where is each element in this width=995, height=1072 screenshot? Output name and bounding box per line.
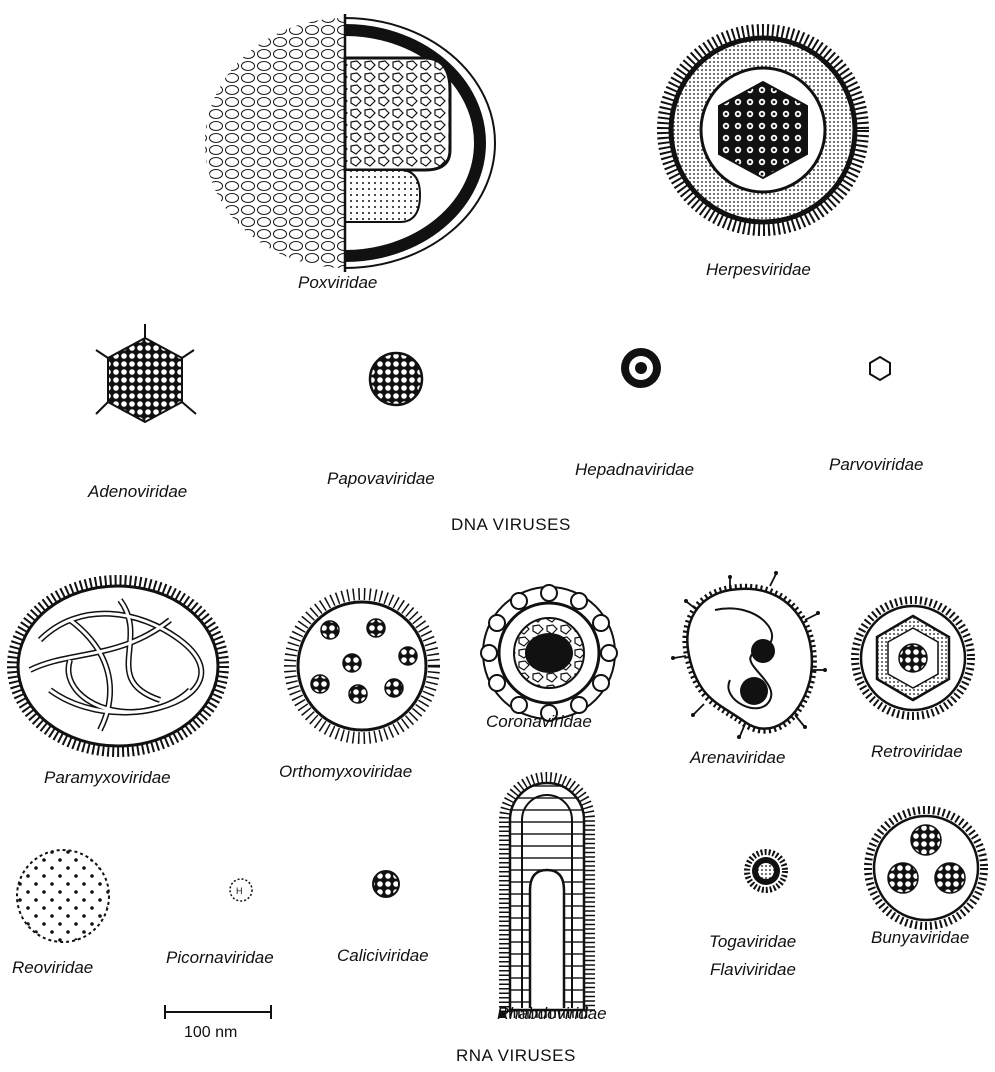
togaviridae-label: Togaviridae bbox=[709, 932, 796, 951]
poxviridae-label: Poxviridae bbox=[298, 273, 377, 292]
arenaviridae-label: Arenaviridae bbox=[689, 748, 785, 767]
dna-section-title: DNA VIRUSES bbox=[451, 515, 571, 534]
reoviridae-virion bbox=[17, 850, 109, 942]
scale-bar-label: 100 nm bbox=[184, 1024, 237, 1041]
rhabdoviridae-label: Rhabdoviridae bbox=[497, 1004, 607, 1023]
hepadnaviridae-virion bbox=[621, 348, 661, 388]
paramyxoviridae-virion bbox=[12, 580, 224, 752]
parvoviridae-virion bbox=[870, 357, 890, 380]
coronaviridae-label: Coronaviridae bbox=[486, 712, 592, 731]
herpesviridae-label: Herpesviridae bbox=[706, 260, 811, 279]
flaviviridae-label: Flaviviridae bbox=[710, 960, 796, 979]
poxviridae-virion bbox=[200, 14, 495, 272]
rhabdoviridae-virion bbox=[505, 778, 589, 1012]
caliciviridae-label: Caliciviridae bbox=[337, 946, 429, 965]
adenoviridae-virion bbox=[96, 324, 196, 422]
svg-text:H: H bbox=[236, 886, 243, 896]
orthomyxoviridae-virion bbox=[290, 594, 434, 738]
picornaviridae-virion: H bbox=[230, 879, 252, 901]
picornaviridae-label: Picornaviridae bbox=[166, 948, 274, 967]
reoviridae-label: Reoviridae bbox=[12, 958, 93, 977]
bunyaviridae-virion bbox=[868, 810, 984, 926]
parvoviridae-label: Parvoviridae bbox=[829, 455, 924, 474]
papovaviridae-label: Papovaviridae bbox=[327, 469, 435, 488]
arenaviridae-virion bbox=[671, 571, 827, 739]
bunyaviridae-label: Bunyaviridae bbox=[871, 928, 969, 947]
retroviridae-virion bbox=[855, 600, 971, 716]
coronaviridae-virion bbox=[481, 585, 617, 721]
retroviridae-label: Retroviridae bbox=[871, 742, 963, 761]
herpesviridae-virion bbox=[663, 30, 863, 230]
caliciviridae-virion bbox=[373, 871, 399, 897]
paramyxoviridae-label: Paramyxoviridae bbox=[44, 768, 171, 787]
adenoviridae-label: Adenoviridae bbox=[87, 482, 187, 501]
orthomyxoviridae-label: Orthomyxoviridae bbox=[279, 762, 412, 781]
hepadnaviridae-label: Hepadnaviridae bbox=[575, 460, 694, 479]
scale-bar bbox=[165, 1005, 271, 1019]
togaviridae-flaviviridae-virion bbox=[747, 852, 785, 890]
rna-section-title: RNA VIRUSES bbox=[456, 1046, 576, 1065]
papovaviridae-virion bbox=[370, 353, 422, 405]
